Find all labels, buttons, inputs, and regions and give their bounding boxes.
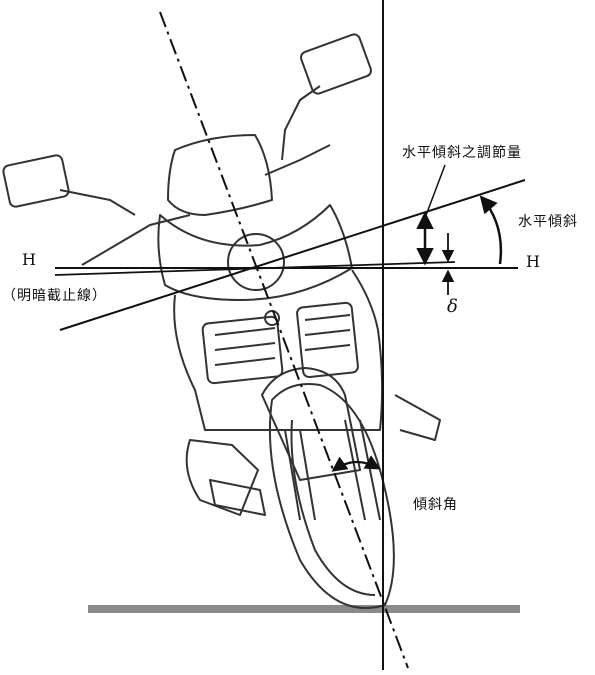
ground-bar (88, 605, 520, 613)
lean-angle-arc (331, 455, 381, 472)
tilted-line (59, 179, 526, 331)
delta-label: δ (447, 296, 458, 317)
h-left-label: H (22, 250, 36, 269)
lean-angle-label: 傾斜角 (413, 497, 458, 513)
lean-axis-line (159, 11, 409, 669)
adjust-amount-label: 水平傾斜之調節量 (402, 145, 522, 161)
horizontal-tilt-label: 水平傾斜 (518, 214, 578, 230)
adjust-leader (424, 164, 446, 219)
cutoff-line-label: （明暗截止線） (2, 288, 107, 304)
cutoff-line (54, 261, 456, 276)
h-right-label: H (526, 252, 540, 271)
tilt-angle-arc (479, 195, 503, 265)
motorcycle-sketch (2, 33, 441, 609)
